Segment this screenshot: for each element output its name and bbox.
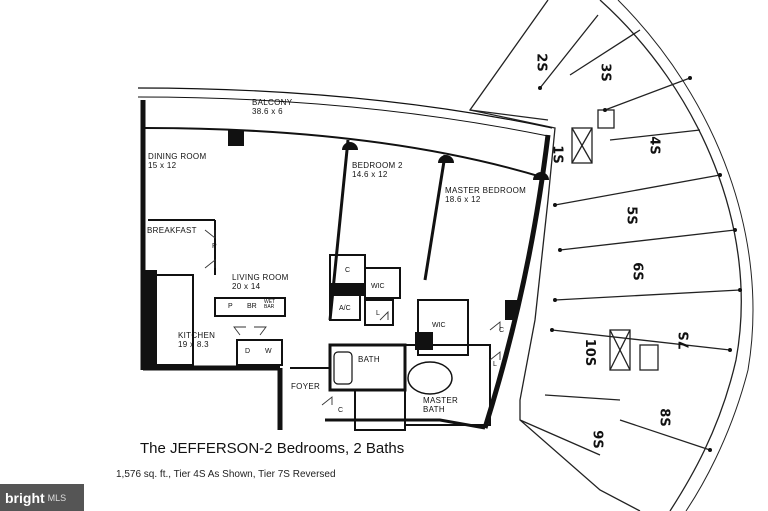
pantry-tag-2: P: [228, 303, 233, 310]
wic-tag-master: WIC: [432, 322, 446, 329]
unit-walls: [137, 87, 553, 431]
closet-tag-master: C: [499, 327, 505, 334]
washer-tag: W: [265, 348, 272, 355]
master-bath-label: MASTER BATH: [423, 396, 459, 414]
tier-label: 3S: [597, 63, 613, 82]
ac-tag: A/C: [339, 305, 351, 312]
bath-label: BATH: [358, 355, 380, 364]
pantry-tag: P: [212, 243, 217, 250]
foyer-label: FOYER: [291, 382, 321, 391]
tier-label: 2S: [533, 53, 549, 72]
tier-label: 6S: [629, 262, 645, 281]
tier-label: 5S: [623, 206, 639, 225]
linen-tag: L: [376, 310, 380, 317]
closet-tag-bedroom2: C: [345, 267, 351, 274]
tier-label: 4S: [646, 136, 662, 155]
dishwasher-tag: D: [245, 348, 251, 355]
wall-blocks: [143, 130, 549, 370]
wic-tag-bedroom2: WIC: [371, 283, 385, 290]
tier-label: 9S: [589, 430, 605, 449]
logo-suffix: MLS: [47, 492, 67, 503]
tier-label: 1S: [549, 145, 565, 164]
key-plan: [468, 0, 754, 511]
logo-wordmark: bright: [5, 489, 45, 506]
bar-tag: BR: [247, 303, 257, 310]
bright-mls-logo: bright MLS: [0, 484, 84, 511]
door-swings: [204, 229, 501, 406]
tier-label: 10S: [582, 338, 598, 367]
plan-subtitle: 1,576 sq. ft., Tier 4S As Shown, Tier 7S…: [116, 469, 336, 480]
wet-bar-tag: WET BAR: [264, 299, 276, 310]
closet-tag-foyer: C: [338, 407, 344, 414]
plan-title: The JEFFERSON-2 Bedrooms, 2 Baths: [140, 440, 405, 457]
tier-label: 7S: [677, 331, 693, 350]
linen-tag-master: L: [493, 361, 497, 368]
key-plan-dots: [538, 76, 742, 452]
breakfast-label: BREAKFAST: [147, 226, 197, 235]
tier-label: 8S: [656, 408, 672, 427]
